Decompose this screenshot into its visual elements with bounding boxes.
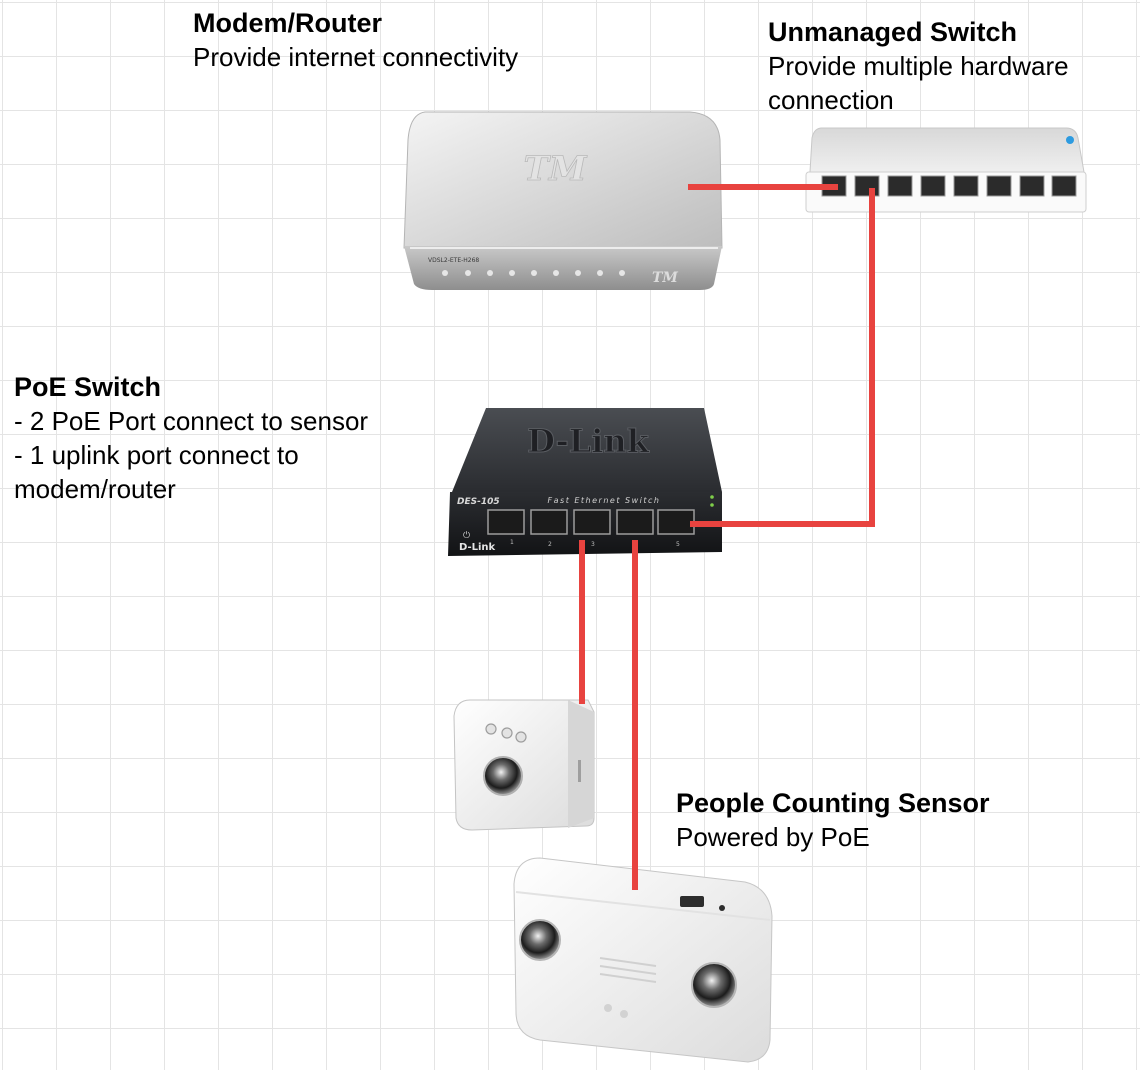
modem-router-label: Modem/Router Provide internet connectivi… xyxy=(193,6,518,75)
power-icon: ⏻ xyxy=(463,530,470,541)
modem-router-description: Provide internet connectivity xyxy=(193,42,519,73)
poe-switch-device: D-Link DES-105 Fast Ethernet Switch D-Li… xyxy=(448,408,722,556)
poe-switch-ports xyxy=(487,509,695,535)
modem-model-text: VDSL2-ETE-H268 xyxy=(428,257,479,264)
sensor-vents xyxy=(599,957,657,983)
modem-led-row xyxy=(442,270,625,276)
unmanaged-switch-title: Unmanaged Switch xyxy=(768,17,1018,47)
people-counting-sensor-device xyxy=(513,857,773,1063)
poe-switch-top-brand: D-Link xyxy=(527,422,650,460)
svg-text:1: 1 xyxy=(510,539,514,546)
sensor-title: People Counting Sensor xyxy=(676,788,990,818)
poe-switch-title: PoE Switch xyxy=(14,372,162,402)
sensor-description: Powered by PoE xyxy=(676,822,870,853)
cable-switch-to-poe xyxy=(690,188,875,527)
poe-switch-label: PoE Switch - 2 PoE Port connect to senso… xyxy=(14,370,368,506)
small-sensor-device xyxy=(453,699,595,831)
poe-switch-leds xyxy=(710,495,714,507)
unmanaged-switch-description-line-1: Provide multiple hardware xyxy=(768,51,1069,82)
modem-logo: TM xyxy=(524,149,588,189)
network-cables xyxy=(579,184,875,890)
modem-router-device: TM VDSL2-ETE-H268 TM xyxy=(403,111,723,290)
poe-switch-caption: Fast Ethernet Switch xyxy=(548,496,661,505)
svg-text:2: 2 xyxy=(548,541,552,548)
sensor-label: People Counting Sensor Powered by PoE xyxy=(676,786,990,855)
poe-switch-description-line-3: modem/router xyxy=(14,473,176,504)
unmanaged-switch-label: Unmanaged Switch Provide multiple hardwa… xyxy=(768,15,1069,118)
modem-router-title: Modem/Router xyxy=(193,8,382,38)
svg-text:3: 3 xyxy=(591,541,595,548)
unmanaged-switch-description-line-2: connection xyxy=(768,84,894,115)
poe-switch-front-brand: D-Link xyxy=(459,542,496,553)
poe-switch-description-line-2: - 1 uplink port connect to xyxy=(14,439,299,470)
poe-switch-model: DES-105 xyxy=(457,497,500,507)
svg-text:5: 5 xyxy=(676,541,680,548)
unmanaged-switch-device xyxy=(805,127,1087,213)
poe-switch-description-line-1: - 2 PoE Port connect to sensor xyxy=(14,406,369,437)
modem-front-logo: TM xyxy=(652,270,678,286)
